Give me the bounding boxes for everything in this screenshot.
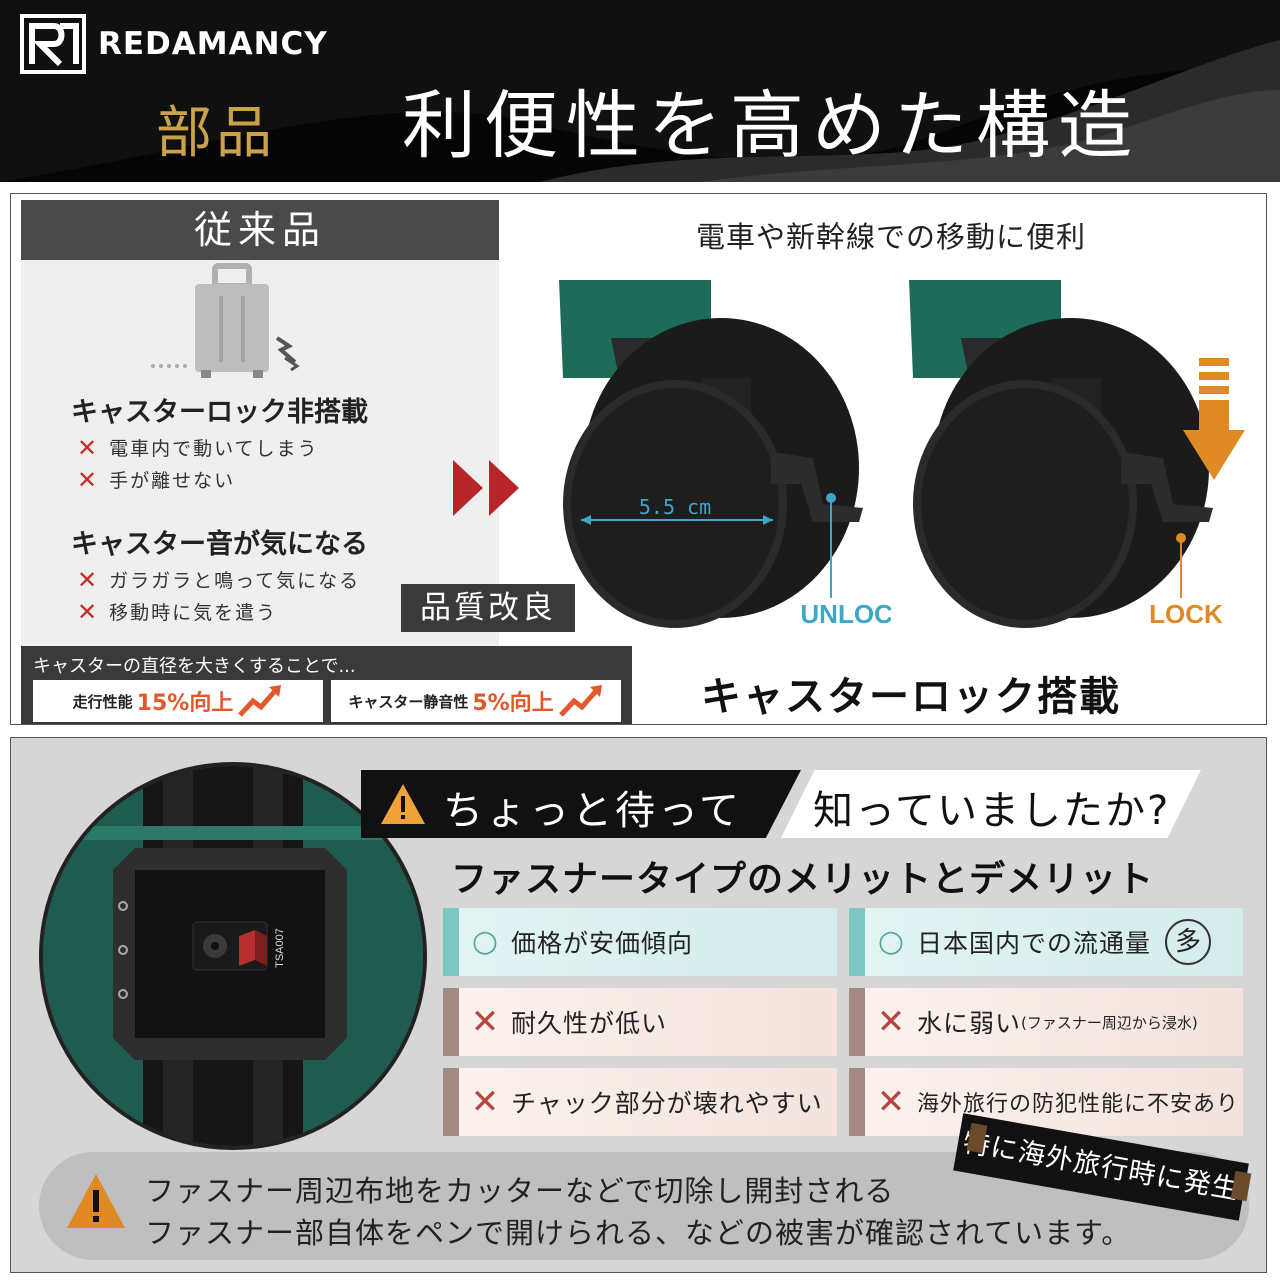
press-down-arrow-icon [1183, 358, 1245, 480]
cross-icon: ✕ [77, 465, 100, 494]
issue-item: ✕ 手が離せない [77, 466, 235, 493]
locked-caster-image: LOCK [909, 280, 1223, 629]
tile-accent-bar [443, 988, 459, 1056]
redamancy-logo-icon [20, 14, 86, 74]
running-performance-stat: 走行性能 15%向上 [33, 680, 323, 722]
caster-lock-feature-title: キャスターロック搭載 [701, 674, 1121, 720]
quality-improvement-badge: 品質改良 [401, 584, 575, 632]
trend-up-icon [558, 685, 602, 717]
trend-up-icon [238, 685, 282, 717]
warning-line: ファスナー周辺布地をカッターなどで切除し開封される [145, 1174, 895, 1208]
demerit-tile: ✕ 耐久性が低い [443, 988, 837, 1056]
issue-item: ✕ 電車内で動いてしまう [77, 434, 319, 461]
demerit-tile: ✕ 海外旅行の防犯性能に不安あり [849, 1068, 1243, 1136]
demerit-note: (ファスナー周辺から浸水) [1021, 1013, 1198, 1032]
merit-tile: ○ 日本国内での流通量 多 [849, 908, 1243, 976]
caster-quietness-stat: キャスター静音性 5%向上 [331, 680, 621, 722]
demerit-text: 耐久性が低い [511, 1009, 668, 1038]
issue-item: ✕ 移動時に気を遣う [77, 598, 277, 625]
warning-icon [67, 1174, 125, 1228]
wait-banner [361, 770, 801, 838]
tile-accent-bar [443, 908, 459, 976]
merit-text: 日本国内での流通量 [917, 929, 1152, 958]
unlocked-caster-image: 5.5 cm UNLOCK [559, 280, 891, 629]
wait-text: ちょっと待って [443, 788, 742, 834]
merit-text: 価格が安価傾向 [511, 929, 694, 958]
cross-icon: ✕ [77, 597, 100, 626]
circle-mark-icon: ○ [471, 924, 499, 959]
stat-label: キャスター静音性 [348, 692, 469, 711]
merit-tile: ○ 価格が安価傾向 [443, 908, 837, 976]
tsa-lock-illustration: TSA007 [43, 766, 423, 1146]
fastener-section: TSA007 ちょっと待って 知っていましたか? ファスナータイプのメリットとデ… [10, 737, 1267, 1273]
did-you-know-text: 知っていましたか? [813, 788, 1171, 834]
tile-accent-bar [849, 988, 865, 1056]
new-product-caption: 電車や新幹線での移動に便利 [695, 220, 1086, 254]
cross-mark-icon: ✕ [470, 1002, 500, 1042]
did-you-know-banner [781, 770, 1201, 838]
no-caster-lock-heading: キャスターロック非搭載 [71, 397, 368, 428]
parts-tag: 部品 [156, 101, 276, 166]
demerit-text: 海外旅行の防犯性能に不安あり [917, 1092, 1240, 1117]
issue-text: 電車内で動いてしまう [109, 438, 319, 460]
circle-mark-icon: ○ [877, 924, 905, 959]
tile-accent-bar [849, 908, 865, 976]
demerit-text: チャック部分が壊れやすい [511, 1089, 823, 1118]
merit-demerit-title: ファスナータイプのメリットとデメリット [451, 859, 1155, 900]
stat-label: 走行性能 [72, 692, 133, 711]
warning-line: ファスナー部自体をペンで開けられる、などの被害が確認されています。 [145, 1216, 1132, 1250]
lock-label: LOCK [1149, 599, 1223, 629]
cross-icon: ✕ [77, 565, 100, 594]
header-wave-decoration [0, 0, 1280, 182]
diameter-label: 5.5 cm [639, 495, 711, 519]
double-arrow-right-icon [453, 460, 519, 516]
stat-value: 15%向上 [136, 691, 234, 716]
cross-icon: ✕ [77, 433, 100, 462]
issue-text: 手が離せない [109, 470, 236, 492]
tsa-lock-label: TSA007 [274, 928, 286, 968]
brand-name: REDAMANCY [98, 26, 328, 62]
cross-mark-icon: ✕ [876, 1002, 906, 1042]
old-suitcase-icon [151, 263, 300, 378]
cross-mark-icon: ✕ [470, 1082, 500, 1122]
many-badge: 多 [1165, 919, 1212, 965]
stat-value: 5%向上 [472, 691, 554, 716]
old-product-title: 従来品 [21, 200, 499, 260]
issue-text: ガラガラと鳴って気になる [109, 570, 361, 592]
tile-accent-bar [443, 1068, 459, 1136]
issue-item: ✕ ガラガラと鳴って気になる [77, 566, 360, 593]
old-product-panel: 従来品 キャスターロック非搭載 ✕ 電車内で動いてしまう ✕ 手が離せない キャ… [21, 200, 499, 720]
unlock-label: UNLOCK [800, 599, 891, 629]
caster-section: 従来品 キャスターロック非搭載 ✕ 電車内で動いてしまう ✕ 手が離せない キャ… [10, 193, 1267, 725]
caster-noise-heading: キャスター音が気になる [71, 529, 368, 560]
header-banner: REDAMANCY 部品 利便性を高めた構造 [0, 0, 1280, 182]
tile-accent-bar [849, 1068, 865, 1136]
demerit-tile: ✕ チャック部分が壊れやすい [443, 1068, 837, 1136]
warning-icon [381, 784, 425, 824]
brand-logo: REDAMANCY [20, 14, 328, 74]
caster-improvement-note: キャスターの直径を大きくすることで... 走行性能 15%向上 キャスター静音性… [21, 646, 632, 724]
demerit-tile: ✕ 水に弱い (ファスナー周辺から浸水) [849, 988, 1243, 1056]
demerit-text: 水に弱い [917, 1009, 1022, 1038]
issue-text: 移動時に気を遣う [109, 602, 278, 624]
page-title: 利便性を高めた構造 [402, 83, 1140, 169]
cross-mark-icon: ✕ [876, 1082, 906, 1122]
caster-note-text: キャスターの直径を大きくすることで... [33, 656, 356, 677]
